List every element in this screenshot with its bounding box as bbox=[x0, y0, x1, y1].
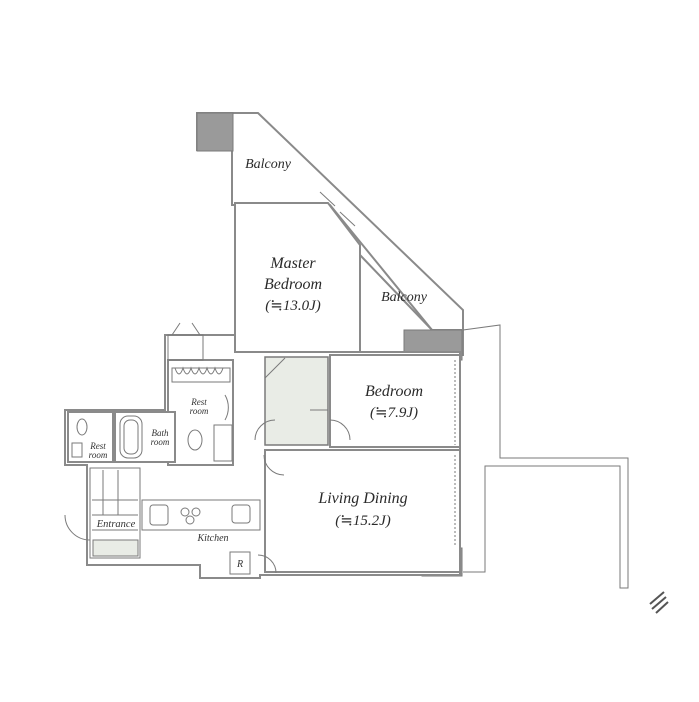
entrance-label: Entrance bbox=[96, 519, 136, 530]
terrace bbox=[462, 324, 629, 589]
rest-room-lower bbox=[67, 411, 114, 463]
bath-room-label-2: room bbox=[151, 437, 170, 447]
rest-room-lower-label-1: Rest bbox=[89, 441, 106, 451]
door-swing bbox=[263, 454, 285, 476]
refrigerator-label: R bbox=[236, 559, 243, 570]
entrance-area bbox=[64, 467, 141, 559]
refrigerator-box bbox=[229, 551, 251, 575]
window-top bbox=[167, 322, 204, 361]
balcony-top bbox=[196, 112, 464, 331]
door-swing bbox=[254, 419, 276, 441]
rest-room-lower-label-2: room bbox=[89, 450, 108, 460]
rest-room-upper-label-1: Rest bbox=[190, 397, 207, 407]
bedroom-label: Bedroom bbox=[365, 383, 423, 400]
closet bbox=[264, 356, 329, 446]
living-dining-label: Living Dining bbox=[317, 490, 407, 507]
living-dining-size: (≒15.2J) bbox=[335, 513, 390, 529]
kitchen-counter bbox=[141, 499, 261, 531]
master-bedroom-label-line2: Bedroom bbox=[264, 276, 322, 293]
upper-service-area bbox=[167, 359, 234, 466]
rest-room-upper-label-2: room bbox=[190, 406, 209, 416]
living-dining bbox=[264, 449, 461, 573]
master-bedroom-label-line1: Master bbox=[269, 255, 316, 272]
master-bedroom-size: (≒13.0J) bbox=[265, 298, 320, 314]
balcony-top-label: Balcony bbox=[245, 157, 292, 172]
bath-room-label-1: Bath bbox=[152, 428, 169, 438]
north-arrow-icon bbox=[649, 591, 669, 614]
door-swing bbox=[329, 419, 351, 441]
bedroom bbox=[329, 354, 461, 448]
bedroom-size: (≒7.9J) bbox=[370, 405, 418, 421]
door-swing bbox=[257, 554, 277, 574]
bath-room bbox=[114, 411, 176, 463]
master-bedroom bbox=[234, 202, 361, 353]
balcony-right-label: Balcony bbox=[381, 290, 428, 305]
kitchen-label: Kitchen bbox=[196, 533, 228, 544]
